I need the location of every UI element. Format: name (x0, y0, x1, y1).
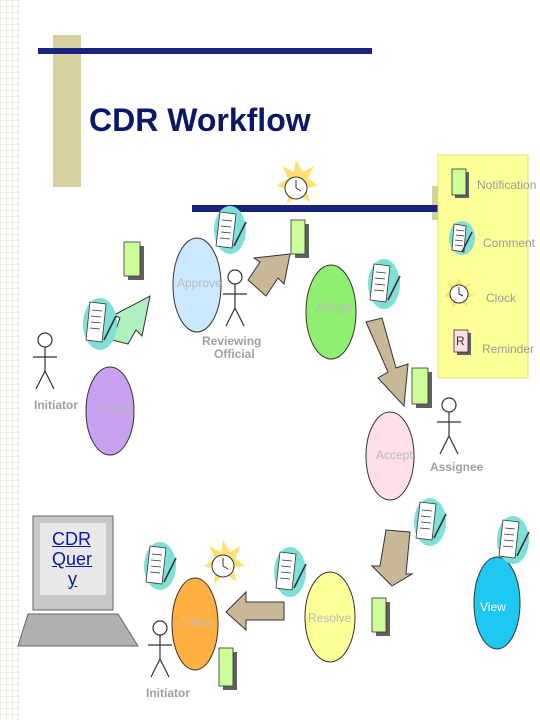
close-state[interactable] (171, 577, 219, 671)
create-label: Create (96, 402, 133, 416)
comment-icon (449, 221, 475, 255)
reviewing-official-label-line1: Reviewing (202, 334, 262, 348)
cdr-query-line3: y (68, 569, 77, 589)
reminder-icon (453, 329, 471, 355)
document-icon (123, 241, 144, 280)
top-accent-bar (38, 48, 372, 54)
legend-olive-bar (432, 186, 442, 220)
reminder-glyph: R (456, 334, 465, 348)
document-icon (290, 219, 309, 258)
initiator-top-figure (33, 332, 57, 390)
cdr-query-line1: CDR (52, 529, 91, 549)
left-textured-strip (0, 0, 20, 720)
legend-notification-label: Notification (477, 178, 537, 192)
comment-icon (414, 498, 447, 546)
arrow-accept-to-resolve (370, 529, 414, 587)
document-icon (371, 597, 390, 636)
clock-icon (444, 278, 474, 308)
comment-icon (274, 547, 307, 597)
legend-comment-label: Comment (483, 236, 536, 250)
arrow-assign-to-accept (365, 317, 409, 408)
cdr-query-computer[interactable] (17, 515, 139, 647)
initiator-bottom-label: Initiator (146, 686, 190, 700)
document-icon (218, 647, 237, 690)
notification-icon (451, 168, 469, 198)
comment-icon (214, 206, 247, 254)
view-label: View (480, 600, 506, 614)
arrow-resolve-to-close (225, 590, 285, 632)
cdr-query-line2: Quer (52, 549, 93, 569)
legend-accent-bar (192, 205, 442, 212)
clock-icon (204, 540, 245, 584)
view-state[interactable] (473, 556, 521, 650)
page-title: CDR Workflow (89, 102, 311, 138)
olive-accent-bar (53, 35, 81, 187)
arrow-assign-to-approve (247, 253, 291, 297)
comment-icon (497, 516, 530, 564)
comment-icon (144, 542, 177, 590)
assignee-figure (437, 397, 461, 455)
create-state[interactable] (85, 366, 135, 456)
assign-label: Assign (316, 300, 353, 314)
legend-clock-label: Clock (486, 291, 517, 305)
document-icon (411, 367, 432, 408)
reviewing-official-figure (223, 269, 247, 327)
comment-icon (83, 298, 117, 350)
initiator-top-label: Initiator (34, 398, 78, 412)
reviewing-official-label-line2: Official (214, 347, 255, 361)
resolve-state[interactable] (304, 571, 356, 663)
accept-label: Accept (376, 448, 413, 462)
assignee-label: Assignee (430, 460, 484, 474)
initiator-bottom-figure (148, 620, 172, 678)
approve-state[interactable] (172, 237, 222, 333)
comment-icon (368, 259, 401, 309)
assign-state[interactable] (305, 264, 357, 360)
accept-state[interactable] (365, 411, 415, 501)
arrow-create-to-approve (111, 295, 151, 345)
resolve-label: Resolve (308, 611, 352, 625)
approve-label: Approve (177, 276, 222, 290)
clock-icon (277, 160, 318, 204)
legend-reminder-label: Reminder (482, 342, 535, 356)
cdr-query-link[interactable]: CDR Quer y (52, 529, 112, 589)
close-label: Close (182, 615, 213, 629)
